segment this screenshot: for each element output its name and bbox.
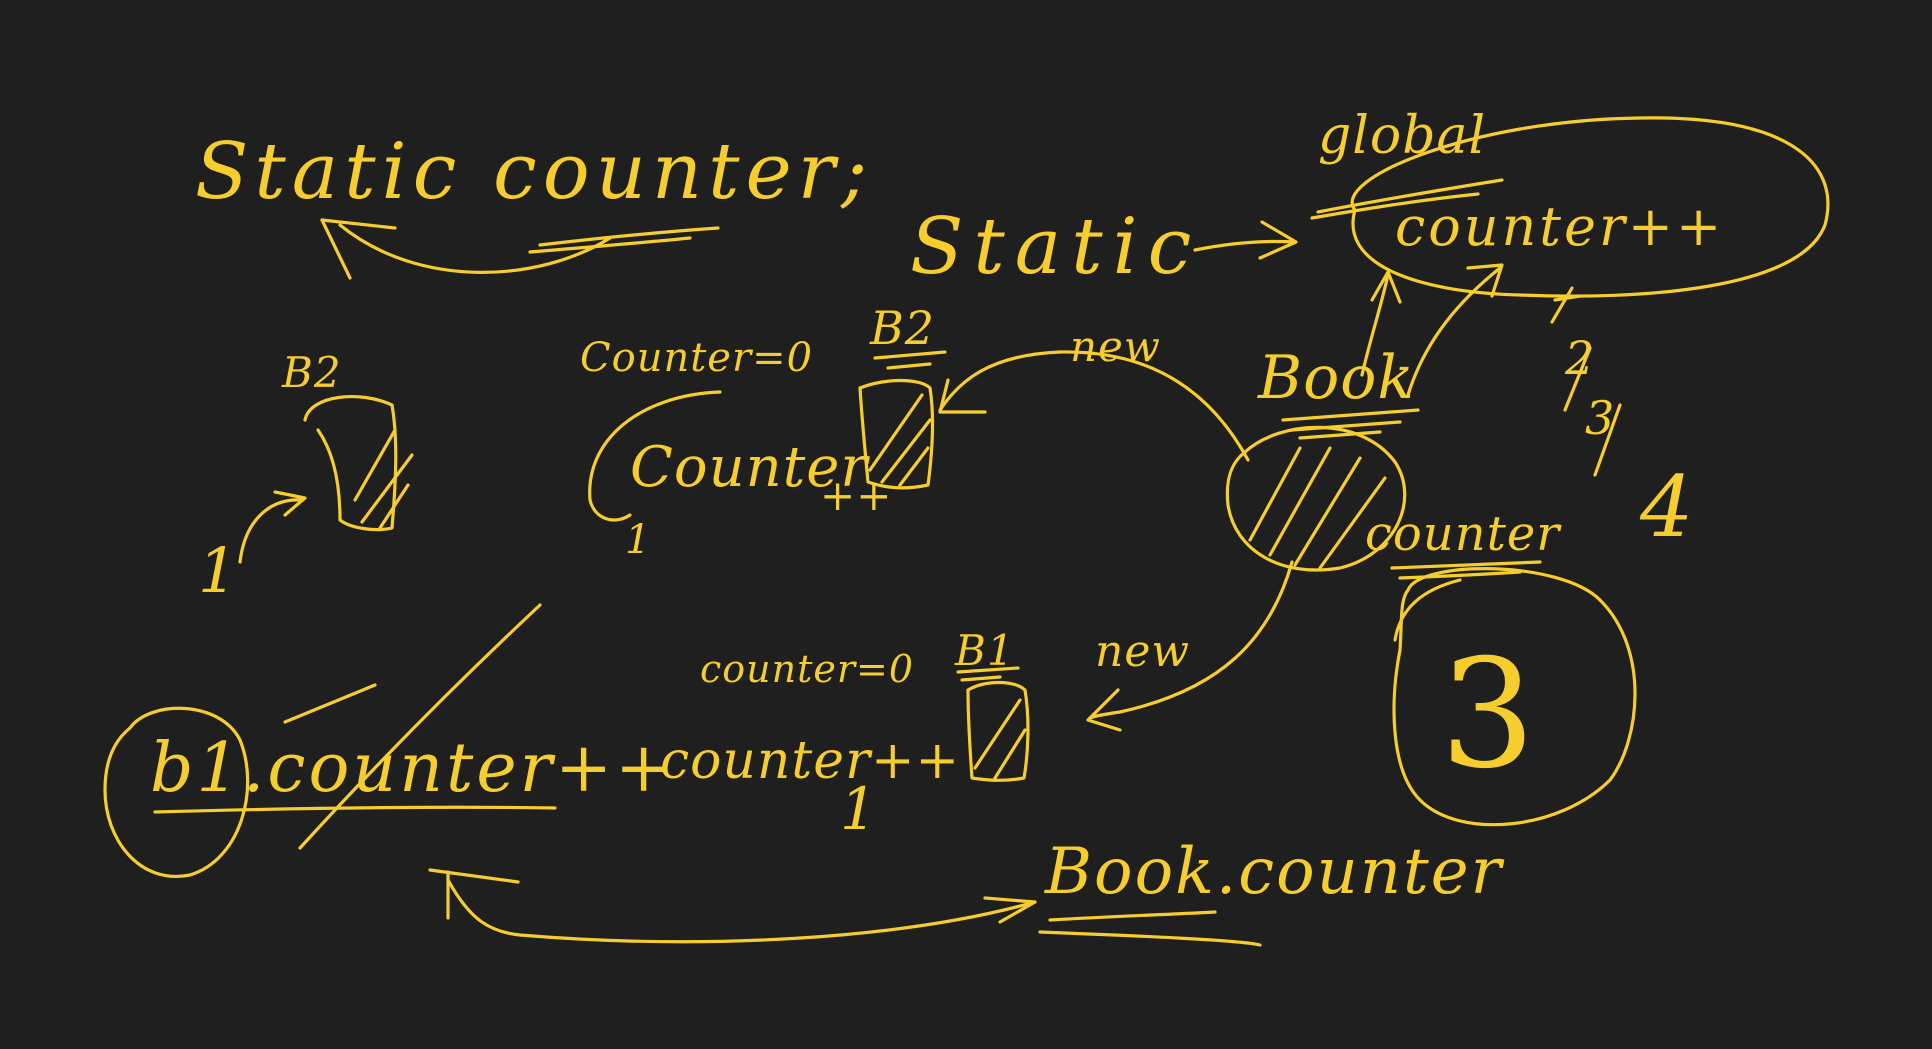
- arrow-static-to-global: [1193, 239, 1297, 252]
- arrowhead-static: [320, 218, 397, 280]
- tally-two: 2: [1565, 331, 1596, 385]
- b1-object-counter-increment: counter++: [660, 731, 961, 791]
- b2-label: B2: [870, 301, 936, 355]
- strike-b1-counter-small: [283, 683, 377, 724]
- b2-counter-value: 1: [625, 517, 652, 563]
- three-circle: [1392, 567, 1637, 827]
- b2-cup: [858, 378, 935, 490]
- arrow-new-to-b1: [1088, 560, 1294, 720]
- b2-left-hatch: [353, 428, 414, 530]
- global-underline: [1316, 178, 1504, 214]
- tally-1: [1550, 286, 1582, 324]
- b1-counter-underline: [153, 805, 557, 814]
- three-circle-arc: [1393, 578, 1462, 642]
- static-label: Static: [910, 202, 1202, 292]
- arrowhead-b2: [938, 378, 987, 414]
- counter-book-underline: [1390, 560, 1542, 580]
- book-counter-underline: [1038, 910, 1262, 947]
- static-counter-label: Static counter;: [195, 127, 874, 217]
- arrowhead-b1: [1086, 688, 1122, 732]
- arrow-book-to-global-1: [1360, 273, 1390, 377]
- tally-strike-3: [1593, 403, 1622, 477]
- tally-strike-2: [1563, 346, 1592, 412]
- b2-counter-increment: ++: [820, 471, 893, 520]
- arrowhead-book-global-2: [1466, 263, 1504, 298]
- new-b1-label: new: [1095, 626, 1191, 677]
- shared-counter-value: 3: [1440, 628, 1537, 802]
- b1-label: B1: [955, 626, 1015, 675]
- arrowhead-b1-counter: [428, 868, 520, 920]
- strike-b1-counter: [298, 603, 542, 850]
- curl-counter-b2: [588, 390, 722, 522]
- arrow-book-to-global-2: [1406, 266, 1502, 397]
- underline-counter-top-2: [528, 236, 692, 254]
- b1-circle: [103, 706, 250, 878]
- arrowhead-global: [1258, 220, 1298, 260]
- b2-counter-label: Counter: [630, 435, 869, 500]
- global-ellipse: [1350, 116, 1830, 298]
- b2-left-value: 1: [198, 534, 239, 607]
- b1-hatch: [973, 698, 1027, 780]
- arrow-one-to-b2: [238, 498, 304, 564]
- arrow-counter-to-static: [338, 223, 612, 274]
- b2-left-cup: [303, 394, 398, 532]
- arrow-new-to-b2: [938, 350, 1250, 462]
- arrowhead-b2-left: [273, 490, 307, 517]
- b1-underline: [956, 666, 1020, 682]
- arrowhead-bookcounter: [983, 896, 1037, 924]
- tally-three: 3: [1585, 391, 1616, 445]
- arrowhead-book-global-1: [1370, 270, 1402, 304]
- book-object: [1225, 425, 1407, 572]
- b2-hatch: [868, 393, 932, 487]
- global-label: global: [1318, 106, 1487, 166]
- global-counter-increment: counter++: [1395, 195, 1725, 258]
- book-class-label: Book: [1258, 343, 1415, 413]
- book-counter-access: Book.counter: [1045, 835, 1504, 909]
- underline-counter-top: [538, 226, 720, 247]
- arrow-bookcounter-to-b1: [446, 878, 1037, 944]
- book-counter-label: counter: [1365, 506, 1561, 562]
- book-underline: [1281, 408, 1420, 440]
- b2-left-label: B2: [282, 348, 342, 397]
- b1-cup: [966, 680, 1030, 782]
- global-underline-2: [1310, 192, 1480, 220]
- b2-counter-init: Counter=0: [580, 335, 814, 381]
- new-b2-label: new: [1070, 322, 1161, 371]
- book-hatch: [1248, 446, 1387, 570]
- b1-counter-value: 1: [840, 775, 878, 843]
- b1-counter-increment: b1.counter++: [150, 729, 676, 808]
- tally-four: 4: [1640, 458, 1695, 556]
- b1-counter-init: counter=0: [700, 647, 915, 691]
- b2-underline: [873, 350, 947, 370]
